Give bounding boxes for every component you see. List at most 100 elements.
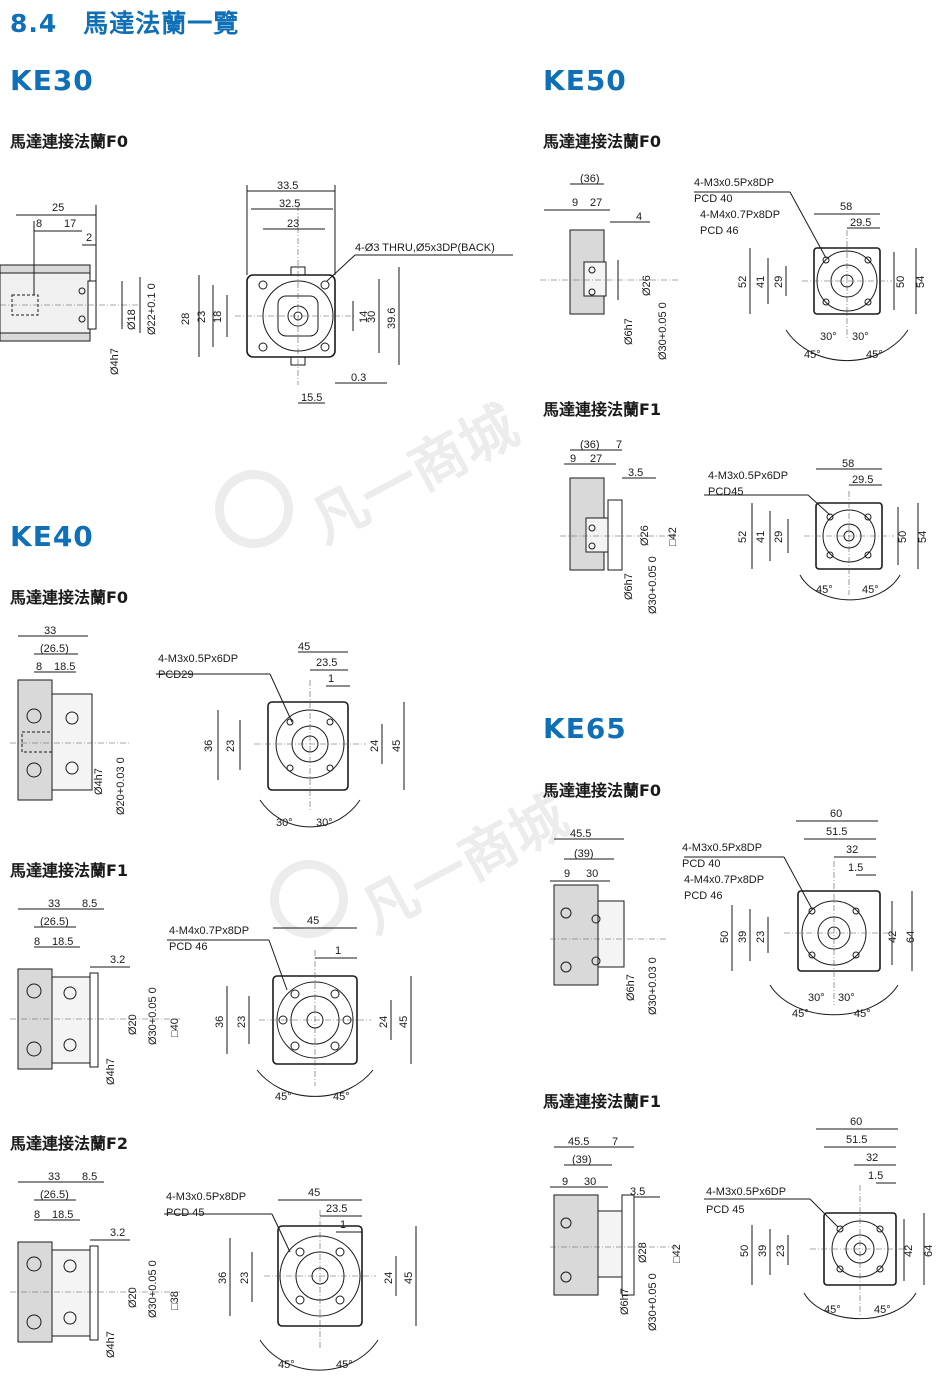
dim-23-v: 23 [225,740,237,752]
dim-32-5: 32.5 [279,198,300,210]
angle-45-l: 45° [275,1091,292,1103]
dim-33: 33 [48,1171,60,1183]
dim-50: 50 [897,531,909,543]
dim-8: 8 [36,218,42,230]
dim-23-5: 23.5 [326,1203,347,1215]
dim-64: 64 [923,1245,935,1257]
dim-15-5: 15.5 [301,392,322,404]
thread-note: 4-M3x0.5Px6DP [706,1186,786,1198]
dim-29-5: 29.5 [850,217,871,229]
dim-54: 54 [917,531,929,543]
ke65-f0-title: 馬達連接法蘭F0 [543,781,662,800]
angle-30-l: 30° [808,992,825,1004]
ke50-f0-side-view: (36) 9 27 4 Ø26 Ø6h7 Ø30+0.05 0 [540,173,680,360]
dim-51-5: 51.5 [826,826,847,838]
angle-45-r: 45° [854,1008,871,1020]
pcd-note-1: PCD 40 [682,858,721,870]
dim-d4h7: Ø4h7 [105,1331,117,1358]
dim-45-v: 45 [391,740,403,752]
dim-39-6: 39.6 [386,308,398,329]
dim-d26: Ø26 [641,275,653,296]
ke65-f0-side-view: 45.5 (39) 9 30 Ø6h7 Ø30+0.03 0 [550,828,666,1015]
dim-41: 41 [755,531,767,543]
dim-29: 29 [773,531,785,543]
dim-52: 52 [737,531,749,543]
dim-36: (36) [580,439,600,451]
dim-45: 45 [298,641,310,653]
dim-41: 41 [755,276,767,288]
dim-18-5: 18.5 [52,936,73,948]
section-number: 8.4 [10,9,58,38]
dim-d30: Ø30+0.05 0 [647,1273,659,1331]
ke50-f1-side-view: (36) 7 9 27 3.5 Ø26 □42 Ø6h7 Ø30+0.05 0 [560,439,680,614]
model-ke65: KE65 [543,712,627,745]
dim-39: (39) [572,1154,592,1166]
dim-25: 25 [52,202,64,214]
dim-8: 8 [36,661,42,673]
dim-d20: Ø20+0.03 0 [115,757,127,815]
dim-d18: Ø18 [126,309,138,330]
model-ke40: KE40 [10,520,94,553]
dim-1: 1 [340,1219,346,1231]
dim-8: 8 [34,1209,40,1221]
angle-30-r: 30° [838,992,855,1004]
watermark-logo-icon [270,860,348,938]
model-ke50: KE50 [543,64,627,97]
angle-45-r: 45° [333,1091,350,1103]
thread-note-2: 4-M4x0.7Px8DP [684,874,764,886]
dim-1-5: 1.5 [868,1170,883,1182]
dim-0-3: 0.3 [351,372,366,384]
dim-23-v: 23 [236,1016,248,1028]
ke40-f1-title: 馬達連接法蘭F1 [10,861,129,880]
dim-50: 50 [895,276,907,288]
angle-45-l: 45° [792,1008,809,1020]
watermark-logo-icon [215,470,293,548]
dim-d6h7: Ø6h7 [623,573,635,600]
ke40-f2-side-view: 33 8.5 (26.5) 8 18.5 3.2 Ø20 Ø30+0.05 0 … [10,1171,181,1358]
dim-sq38: □38 [169,1291,181,1310]
dim-d20: Ø20 [127,1287,139,1308]
dim-45-v: 45 [398,1016,410,1028]
angle-45-l: 45° [816,584,833,596]
dim-50: 50 [739,1245,751,1257]
dim-4: 4 [636,211,642,223]
dim-23-v: 23 [196,311,208,323]
dim-d20: Ø20 [127,1014,139,1035]
dim-d30: Ø30+0.05 0 [147,1260,159,1318]
pcd-note: PCD45 [708,486,743,498]
thread-note: 4-M4x0.7Px8DP [169,925,249,937]
angle-45-r: 45° [862,584,879,596]
dim-9: 9 [564,868,570,880]
dim-d26: Ø26 [639,525,651,546]
dim-1: 1 [328,673,334,685]
dim-33: 33 [48,898,60,910]
dim-45: 45 [307,915,319,927]
dim-32: 32 [866,1152,878,1164]
dim-d22: Ø22+0.1 0 [146,283,158,335]
dim-24: 24 [378,1016,390,1028]
dim-1: 1 [335,945,341,957]
thread-note: 4-M3x0.5Px6DP [708,470,788,482]
dim-26-5: (26.5) [40,1189,69,1201]
dim-9: 9 [570,453,576,465]
dim-18-5: 18.5 [54,661,75,673]
angle-30-l: 30° [820,331,837,343]
ke65-f1-title: 馬達連接法蘭F1 [543,1092,662,1111]
dim-29-5: 29.5 [852,474,873,486]
pcd-note-2: PCD 46 [684,890,723,902]
dim-36: 36 [214,1016,226,1028]
dim-36: 36 [203,740,215,752]
dim-39: 39 [757,1245,769,1257]
dim-42: 42 [903,1245,915,1257]
thread-note-2: 4-M4x0.7Px8DP [700,209,780,221]
ke50-f0-front-view: 58 29.5 4-M3x0.5Px8DP PCD 40 4-M4x0.7Px8… [694,177,927,362]
pcd-note: PCD 46 [169,941,208,953]
dim-d30: Ø30+0.05 0 [647,556,659,614]
dim-24: 24 [369,740,381,752]
dim-23: 23 [775,1245,787,1257]
dim-sq40: □40 [169,1018,181,1037]
dim-d4h7: Ø4h7 [109,348,121,375]
hole-note: 4-Ø3 THRU,Ø5x3DP(BACK) [355,242,495,254]
dim-28: 28 [180,313,192,325]
dim-32: 32 [846,844,858,856]
